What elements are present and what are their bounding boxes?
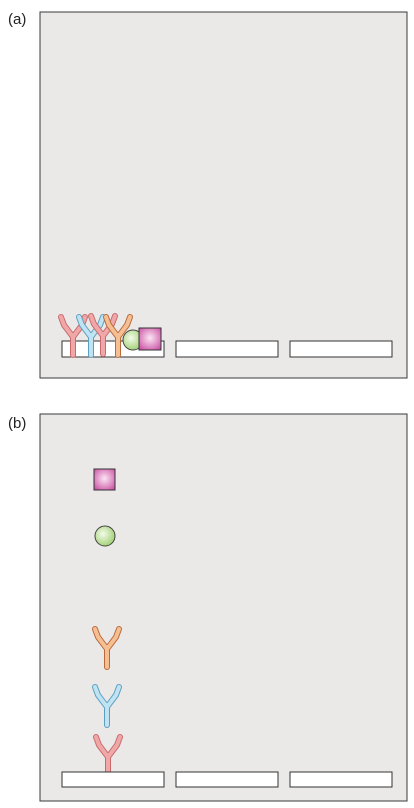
panel-b-label: (b) — [8, 415, 27, 432]
well-1 — [61, 771, 165, 788]
green-circle-icon — [94, 525, 116, 547]
panel-b — [39, 413, 408, 802]
well-3 — [289, 340, 393, 358]
magenta-square-icon — [138, 327, 162, 351]
well-2 — [175, 340, 279, 358]
panel-a — [39, 11, 408, 379]
well-2 — [175, 771, 279, 788]
well-3 — [289, 771, 393, 788]
panel-a-label: (a) — [8, 11, 27, 28]
magenta-square-icon — [93, 468, 116, 491]
